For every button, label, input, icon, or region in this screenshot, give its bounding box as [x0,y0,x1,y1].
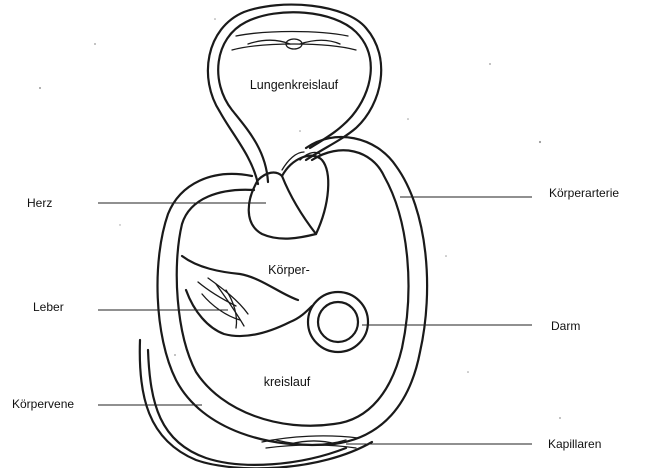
systemic-circuit [140,137,427,468]
label-heart: Herz [27,196,52,210]
heart [249,152,329,239]
label-liver: Leber [33,300,64,314]
intestine [308,292,368,352]
label-body-circuit-top: Körper- [268,263,310,277]
label-body-vein: Körpervene [12,397,74,411]
label-capillaries: Kapillaren [548,437,601,451]
label-body-artery: Körperarterie [549,186,619,200]
label-body-circuit-bottom: kreislauf [264,375,311,389]
label-intestine: Darm [551,319,580,333]
label-lung-circuit: Lungenkreislauf [250,78,339,92]
pulmonary-circuit [208,5,381,184]
